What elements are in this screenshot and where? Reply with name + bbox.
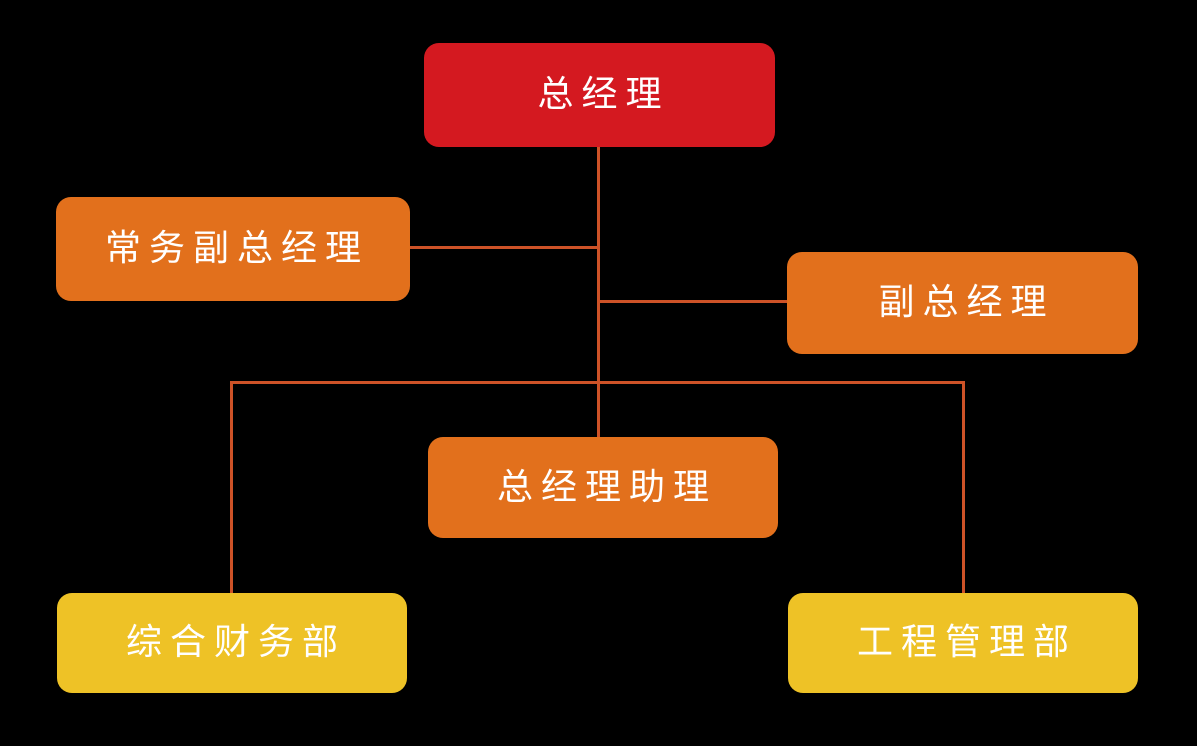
connector-finance-dept-drop bbox=[230, 381, 233, 593]
org-node-deputy-general-manager: 副总经理 bbox=[787, 252, 1138, 354]
org-node-general-finance-department: 综合财务部 bbox=[57, 593, 407, 693]
connector-departments-horizontal bbox=[230, 381, 965, 384]
org-node-engineering-management-department-label: 工程管理部 bbox=[856, 622, 1077, 663]
org-node-general-manager-assistant: 总经理助理 bbox=[428, 437, 778, 538]
org-node-general-manager-label: 总经理 bbox=[537, 74, 670, 115]
org-node-engineering-management-department: 工程管理部 bbox=[788, 593, 1138, 693]
org-node-general-manager: 总经理 bbox=[424, 43, 775, 147]
org-node-executive-deputy-general-manager-label: 常务副总经理 bbox=[104, 228, 369, 269]
connector-deputy-gm bbox=[599, 300, 787, 303]
org-node-general-manager-assistant-label: 总经理助理 bbox=[496, 466, 717, 508]
connector-exec-deputy-gm bbox=[410, 246, 599, 249]
org-node-deputy-general-manager-label: 副总经理 bbox=[878, 282, 1055, 323]
connector-trunk-vertical bbox=[597, 146, 600, 437]
org-node-executive-deputy-general-manager: 常务副总经理 bbox=[56, 197, 410, 301]
org-node-general-finance-department-label: 综合财务部 bbox=[125, 622, 346, 663]
connector-engineering-dept-drop bbox=[962, 381, 965, 593]
